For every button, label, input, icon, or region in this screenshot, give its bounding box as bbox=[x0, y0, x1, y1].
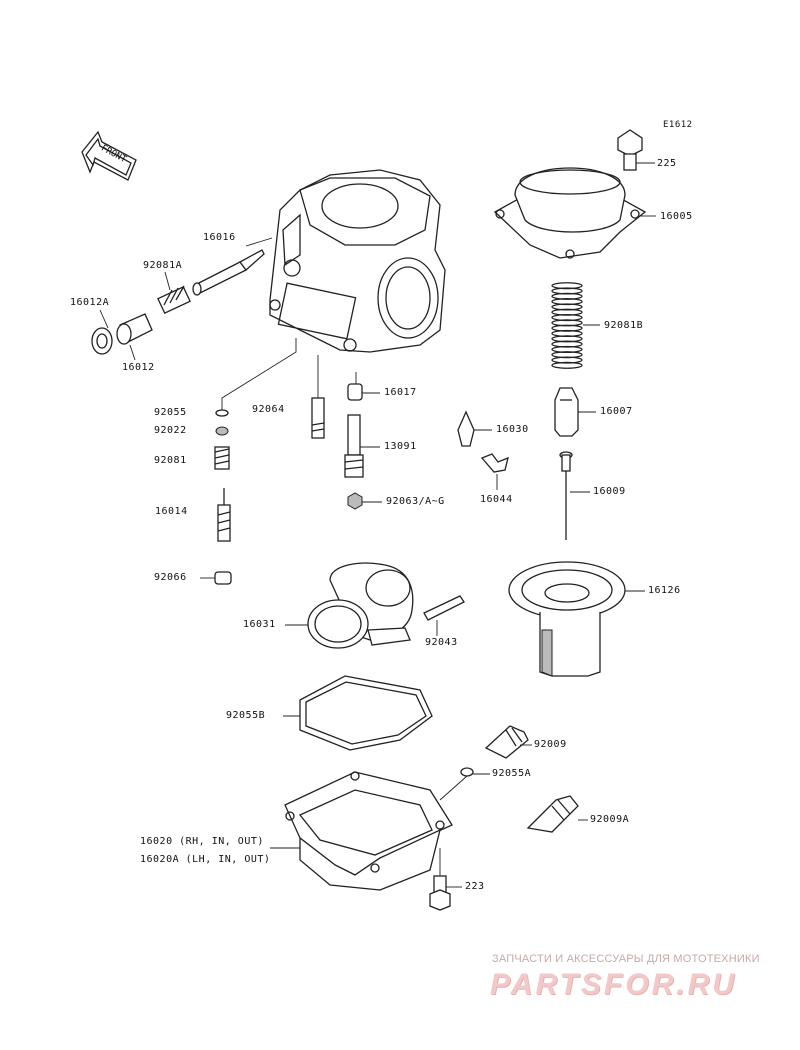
part-223-screw bbox=[429, 848, 462, 911]
part-16030-float-valve bbox=[457, 410, 492, 447]
part-13091-needle-jet bbox=[344, 414, 380, 478]
part-16126-diaphragm-slide bbox=[508, 561, 645, 677]
part-16005-top-cover bbox=[493, 167, 656, 259]
part-92081b-spring bbox=[551, 282, 583, 369]
diagram-code: E1612 bbox=[663, 120, 693, 130]
label-16044: 16044 bbox=[480, 494, 513, 505]
label-16020a: 16020A (LH, IN, OUT) bbox=[140, 854, 271, 865]
part-16012-cap bbox=[91, 309, 153, 361]
label-16007: 16007 bbox=[600, 406, 633, 417]
label-92066: 92066 bbox=[154, 572, 187, 583]
label-13091: 13091 bbox=[384, 441, 417, 452]
front-arrow-icon bbox=[81, 130, 137, 181]
part-92081-spring bbox=[214, 446, 230, 470]
label-16009: 16009 bbox=[593, 486, 626, 497]
part-16009-jet-needle bbox=[559, 451, 590, 540]
label-92009a: 92009A bbox=[590, 814, 630, 825]
label-92055: 92055 bbox=[154, 407, 187, 418]
part-92055a-o-ring bbox=[439, 767, 490, 801]
label-16020: 16020 (RH, IN, OUT) bbox=[140, 836, 264, 847]
part-92064-jet bbox=[311, 397, 325, 439]
label-223: 223 bbox=[465, 881, 485, 892]
label-16012a: 16012A bbox=[70, 297, 110, 308]
carburetor-body bbox=[269, 169, 446, 353]
label-92064: 92064 bbox=[252, 404, 285, 415]
label-225: 225 bbox=[657, 158, 677, 169]
part-16016-screw bbox=[192, 237, 273, 296]
part-92055b-gasket bbox=[283, 675, 433, 751]
part-16044-clip bbox=[480, 453, 509, 490]
label-92055a: 92055A bbox=[492, 768, 532, 779]
label-16030: 16030 bbox=[496, 424, 529, 435]
label-92009: 92009 bbox=[534, 739, 567, 750]
label-92081: 92081 bbox=[154, 455, 187, 466]
watermark-tagline: ЗАПЧАСТИ И АКСЕССУАРЫ ДЛЯ МОТОТЕХНИКИ bbox=[492, 953, 760, 965]
label-92055b: 92055B bbox=[226, 710, 266, 721]
part-92055-o-ring bbox=[215, 409, 229, 417]
part-16017 bbox=[347, 372, 380, 401]
part-92081a-spring bbox=[157, 271, 191, 315]
label-92081b: 92081B bbox=[604, 320, 644, 331]
part-225-screw bbox=[617, 129, 655, 171]
part-92009a-screw bbox=[526, 795, 588, 833]
part-92043-pin bbox=[423, 595, 465, 636]
label-16016: 16016 bbox=[203, 232, 236, 243]
part-16014-pilot-screw bbox=[217, 488, 231, 542]
part-92066-plug bbox=[200, 571, 232, 585]
label-16031: 16031 bbox=[243, 619, 276, 630]
part-92063-main-jet bbox=[347, 492, 382, 510]
label-92022: 92022 bbox=[154, 425, 187, 436]
part-92009-screw bbox=[484, 725, 532, 759]
label-92063: 92063/A~G bbox=[386, 496, 445, 507]
label-16017: 16017 bbox=[384, 387, 417, 398]
spring-coil bbox=[551, 361, 583, 369]
label-16014: 16014 bbox=[155, 506, 188, 517]
part-16031-float bbox=[285, 562, 414, 649]
watermark-logo: PARTSFOR.RU bbox=[490, 968, 737, 1001]
label-92043: 92043 bbox=[425, 637, 458, 648]
label-16005: 16005 bbox=[660, 211, 693, 222]
part-92022-washer bbox=[215, 426, 229, 436]
part-16007-needle-holder bbox=[554, 387, 596, 437]
label-16012: 16012 bbox=[122, 362, 155, 373]
part-16020-float-bowl bbox=[270, 771, 453, 891]
label-16126: 16126 bbox=[648, 585, 681, 596]
label-92081a: 92081A bbox=[143, 260, 183, 271]
